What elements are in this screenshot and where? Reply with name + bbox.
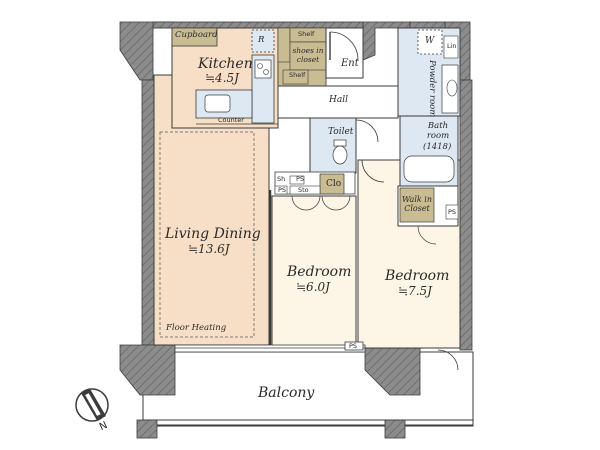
counter-label: Counter — [218, 116, 244, 124]
floor-heating-label: Floor Heating — [166, 323, 227, 333]
kitchen-label: Kitchen — [198, 56, 253, 72]
floor-heating-zone — [159, 131, 255, 338]
walk-in-closet-label: Walk in Closet — [402, 195, 432, 214]
bedroom-2-area-label: ≒7.5J — [398, 284, 432, 298]
shelf-small-label: Sh — [277, 175, 286, 183]
shoes-closet-label: shoes in closet — [292, 46, 324, 64]
kitchen-area — [171, 27, 279, 129]
linen-label: Lin — [447, 42, 457, 50]
bathroom-label: Bath room — [426, 121, 450, 141]
living-dining-area-label: ≒13.6J — [188, 242, 230, 256]
bedroom-2-label: Bedroom — [385, 268, 450, 284]
toilet-room — [309, 117, 379, 174]
bathroom-size-label: (1418) — [423, 142, 452, 152]
entrance-label: Ent — [341, 58, 359, 69]
living-dining-label: Living Dining — [165, 226, 261, 242]
kitchen-area-label: ≒4.5J — [205, 71, 239, 85]
powder-room-label: Powder room — [427, 60, 437, 118]
bathroom-area — [399, 115, 459, 187]
bedroom-1-label: Bedroom — [287, 264, 352, 280]
hall-label: Hall — [329, 95, 348, 105]
closet-label: Clo — [326, 179, 342, 189]
entry-storage — [277, 27, 327, 87]
pipe-space-label-2: PS — [278, 186, 287, 194]
entrance-area — [325, 27, 364, 79]
pipe-space-label-4: PS — [349, 342, 358, 350]
corridor-closets — [274, 171, 356, 195]
storage-label: Sto — [298, 186, 309, 194]
balcony-label: Balcony — [258, 385, 315, 401]
bedroom-1-area-label: ≒6.0J — [296, 280, 330, 294]
shelf-label: Shelf — [298, 30, 315, 38]
compass-icon — [75, 388, 109, 422]
walls — [119, 21, 473, 396]
cupboard-label: Cupboard — [175, 30, 218, 40]
walk-in-closet-area — [397, 185, 459, 245]
powder-room-area — [397, 27, 461, 117]
washer-label: W — [425, 36, 435, 46]
toilet-label: Toilet — [328, 127, 354, 137]
pipe-space-label-1: PS — [296, 175, 305, 183]
pipe-space-label-3: PS — [448, 208, 457, 216]
window-sills — [174, 341, 366, 353]
shelf2-label: Shelf — [289, 71, 306, 79]
refrigerator-label: R — [258, 35, 265, 45]
